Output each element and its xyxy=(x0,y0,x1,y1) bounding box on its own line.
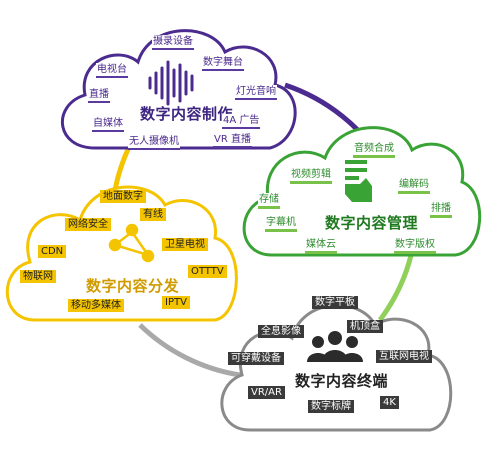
terminal-tag: 数字标牌 xyxy=(308,400,354,413)
distribution-tag: OTTTV xyxy=(188,265,227,278)
distribution-tag: CDN xyxy=(38,245,67,258)
network-nodes-icon xyxy=(108,223,155,263)
ring-arc-terminal-to-distribution xyxy=(138,323,241,378)
distribution-tag: 地面数字 xyxy=(100,190,146,203)
distribution-tag: 网络安全 xyxy=(65,218,111,231)
distribution-tag: 有线 xyxy=(140,208,166,221)
management-tag: 数字版权 xyxy=(394,238,436,254)
ring-arc-distribution-to-production xyxy=(112,143,133,191)
sound-wave-icon xyxy=(148,60,194,106)
management-tag: 编解码 xyxy=(398,178,430,194)
distribution-tag: 物联网 xyxy=(20,270,56,283)
production-tag: 直播 xyxy=(88,88,110,103)
production-tag: 4A 广告 xyxy=(222,114,261,129)
production-title: 数字内容制作 xyxy=(140,105,234,123)
management-title: 数字内容管理 xyxy=(325,214,419,232)
production-tag: 数字舞台 xyxy=(202,56,244,71)
terminal-tag: 机顶盒 xyxy=(347,320,383,333)
production-tag: VR 直播 xyxy=(213,133,252,148)
terminal-tag: VR/AR xyxy=(248,386,285,399)
management-tag: 排播 xyxy=(430,202,452,218)
distribution-cloud xyxy=(5,185,238,322)
production-tag: 摄录设备 xyxy=(152,35,194,50)
distribution-title: 数字内容分发 xyxy=(86,277,180,295)
terminal-tag: 数字平板 xyxy=(312,296,358,309)
distribution-tag: IPTV xyxy=(162,296,190,309)
production-tag: 灯光音响 xyxy=(235,85,277,100)
document-hand-icon xyxy=(345,160,372,202)
terminal-title: 数字内容终端 xyxy=(295,372,389,390)
terminal-tag: 全息影像 xyxy=(258,325,304,338)
terminal-tag: 互联网电视 xyxy=(376,350,432,363)
management-tag: 音频合成 xyxy=(353,142,395,158)
distribution-tag: 卫星电视 xyxy=(162,238,208,251)
terminal-tag: 可穿戴设备 xyxy=(228,352,284,365)
production-tag: 自媒体 xyxy=(92,117,124,132)
management-tag: 存储 xyxy=(258,193,280,209)
users-group-icon xyxy=(307,331,363,362)
management-tag: 字幕机 xyxy=(265,216,297,232)
management-tag: 视频剪辑 xyxy=(290,168,332,184)
terminal-tag: 4K xyxy=(380,396,399,409)
distribution-tag: 移动多媒体 xyxy=(68,299,124,312)
production-tag: 电视台 xyxy=(96,63,128,78)
management-tag: 媒体云 xyxy=(305,238,337,254)
production-tag: 无人摄像机 xyxy=(128,135,180,150)
